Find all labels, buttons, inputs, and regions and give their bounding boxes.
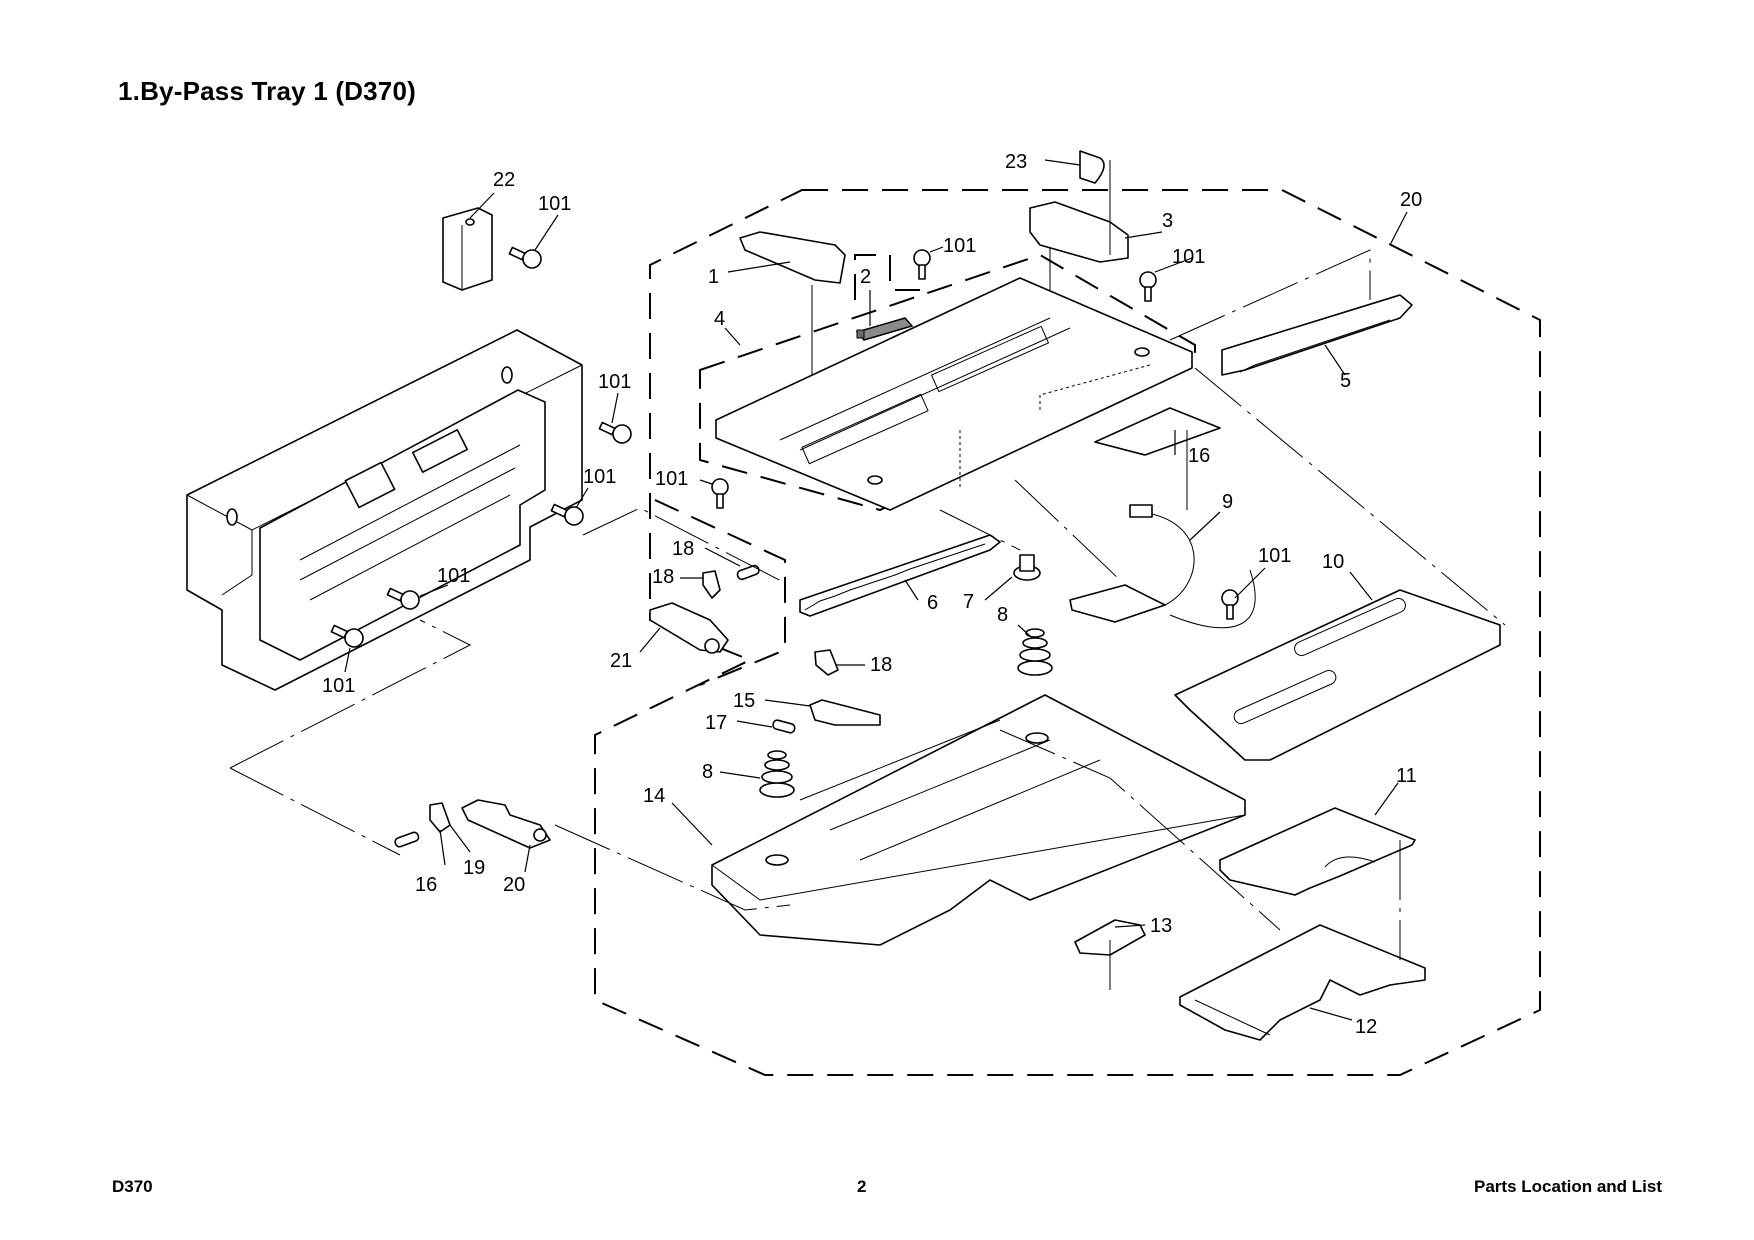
callout-101-top-right: 101 bbox=[1172, 246, 1205, 268]
part-12-lower-extension-tray bbox=[1179, 924, 1426, 1041]
part-23-mylar bbox=[1079, 150, 1105, 184]
part-13-clip-plate bbox=[1074, 919, 1146, 956]
callout-101-frame-mid: 101 bbox=[583, 466, 616, 488]
screw-101-f bbox=[711, 478, 729, 509]
callout-leaders bbox=[344, 159, 1408, 1021]
footer-section: Parts Location and List bbox=[1474, 1177, 1662, 1196]
callout-7: 7 bbox=[963, 591, 974, 613]
callout-23: 23 bbox=[1005, 151, 1027, 173]
part-22-bracket bbox=[442, 207, 493, 291]
side-frame bbox=[186, 329, 583, 691]
callout-6: 6 bbox=[927, 592, 938, 614]
callout-101-top-center: 101 bbox=[943, 235, 976, 257]
callout-9: 9 bbox=[1222, 491, 1233, 513]
callout-16-upper: 18 bbox=[672, 538, 694, 560]
part-3-handle bbox=[1029, 201, 1129, 263]
part-16-pin-c bbox=[394, 831, 420, 848]
callout-16-mid: 17 bbox=[705, 712, 727, 734]
part-18-clip-a bbox=[702, 570, 721, 599]
screw-101-b bbox=[598, 421, 632, 444]
callout-18-lower: 19 bbox=[463, 857, 485, 879]
screw-101-c bbox=[550, 503, 584, 526]
page-title: 1.By-Pass Tray 1 (D370) bbox=[118, 76, 416, 106]
callout-8-right: 8 bbox=[997, 604, 1008, 626]
footer-model: D370 bbox=[112, 1177, 153, 1196]
callout-101-harness: 101 bbox=[1258, 545, 1291, 567]
part-14-lower-tray bbox=[711, 694, 1246, 946]
callout-13: 13 bbox=[1150, 915, 1172, 937]
callout-22: 22 bbox=[493, 169, 515, 191]
part-18-clip-b bbox=[814, 649, 839, 676]
callout-4: 4 bbox=[714, 308, 725, 330]
screw-101-g bbox=[913, 249, 931, 280]
callout-8-left: 8 bbox=[702, 761, 713, 783]
footer-page-number: 2 bbox=[857, 1177, 867, 1196]
part-5-rear-rack bbox=[1221, 294, 1413, 376]
callout-19: 20 bbox=[1400, 189, 1422, 211]
callout-101-tray-left: 101 bbox=[655, 468, 688, 490]
callout-2: 2 bbox=[860, 266, 871, 288]
callout-14: 14 bbox=[643, 785, 665, 807]
lever-group-boundary bbox=[654, 499, 786, 686]
callout-20: 20 bbox=[503, 874, 525, 896]
callout-18-upper: 18 bbox=[652, 566, 674, 588]
screw-101-a bbox=[508, 246, 542, 269]
part-10-bracket bbox=[1174, 589, 1501, 761]
part-9-sensor-harness bbox=[1069, 504, 1256, 629]
callout-16-lower: 16 bbox=[415, 874, 437, 896]
reference-lines bbox=[229, 619, 472, 769]
callout-21: 21 bbox=[610, 650, 632, 672]
part-15-link-arm bbox=[809, 699, 881, 726]
callout-101-frame-upper: 101 bbox=[598, 371, 631, 393]
assembly-4-boundary bbox=[699, 253, 1196, 512]
callout-12: 12 bbox=[1355, 1016, 1377, 1038]
callout-1: 1 bbox=[708, 266, 719, 288]
part-1-guide bbox=[739, 231, 846, 284]
callout-15: 15 bbox=[733, 690, 755, 712]
callout-101-top-left: 101 bbox=[538, 193, 571, 215]
callout-10: 10 bbox=[1322, 551, 1344, 573]
callout-5: 5 bbox=[1340, 370, 1351, 392]
part-11-extension-tray bbox=[1219, 807, 1416, 896]
part-18-clip-c bbox=[429, 802, 451, 833]
callout-18-mid: 18 bbox=[870, 654, 892, 676]
callout-101-frame-bottom: 101 bbox=[322, 675, 355, 697]
part-20-link-lever bbox=[461, 799, 551, 849]
part-17-label bbox=[1094, 407, 1221, 456]
screw-101-e bbox=[330, 624, 364, 648]
part-16-pin-b bbox=[772, 719, 796, 734]
part-7-pinion bbox=[1013, 554, 1041, 581]
screw-101-h bbox=[1139, 271, 1157, 302]
part-2-boundary bbox=[854, 254, 920, 300]
screw-101-d bbox=[386, 587, 420, 610]
screw-101-i bbox=[1221, 589, 1239, 620]
callout-17: 16 bbox=[1188, 445, 1210, 467]
callout-3: 3 bbox=[1162, 210, 1173, 232]
part-8-spring-left bbox=[759, 750, 795, 798]
part-16-pin-a bbox=[736, 564, 760, 581]
callout-101-frame-lower: 101 bbox=[437, 565, 470, 587]
part-8-spring-right bbox=[1017, 628, 1053, 676]
part-21-lever bbox=[649, 602, 729, 654]
part-4-upper-tray bbox=[715, 277, 1193, 511]
callout-11: 11 bbox=[1396, 765, 1417, 787]
assembly-19-boundary bbox=[594, 189, 1541, 1076]
